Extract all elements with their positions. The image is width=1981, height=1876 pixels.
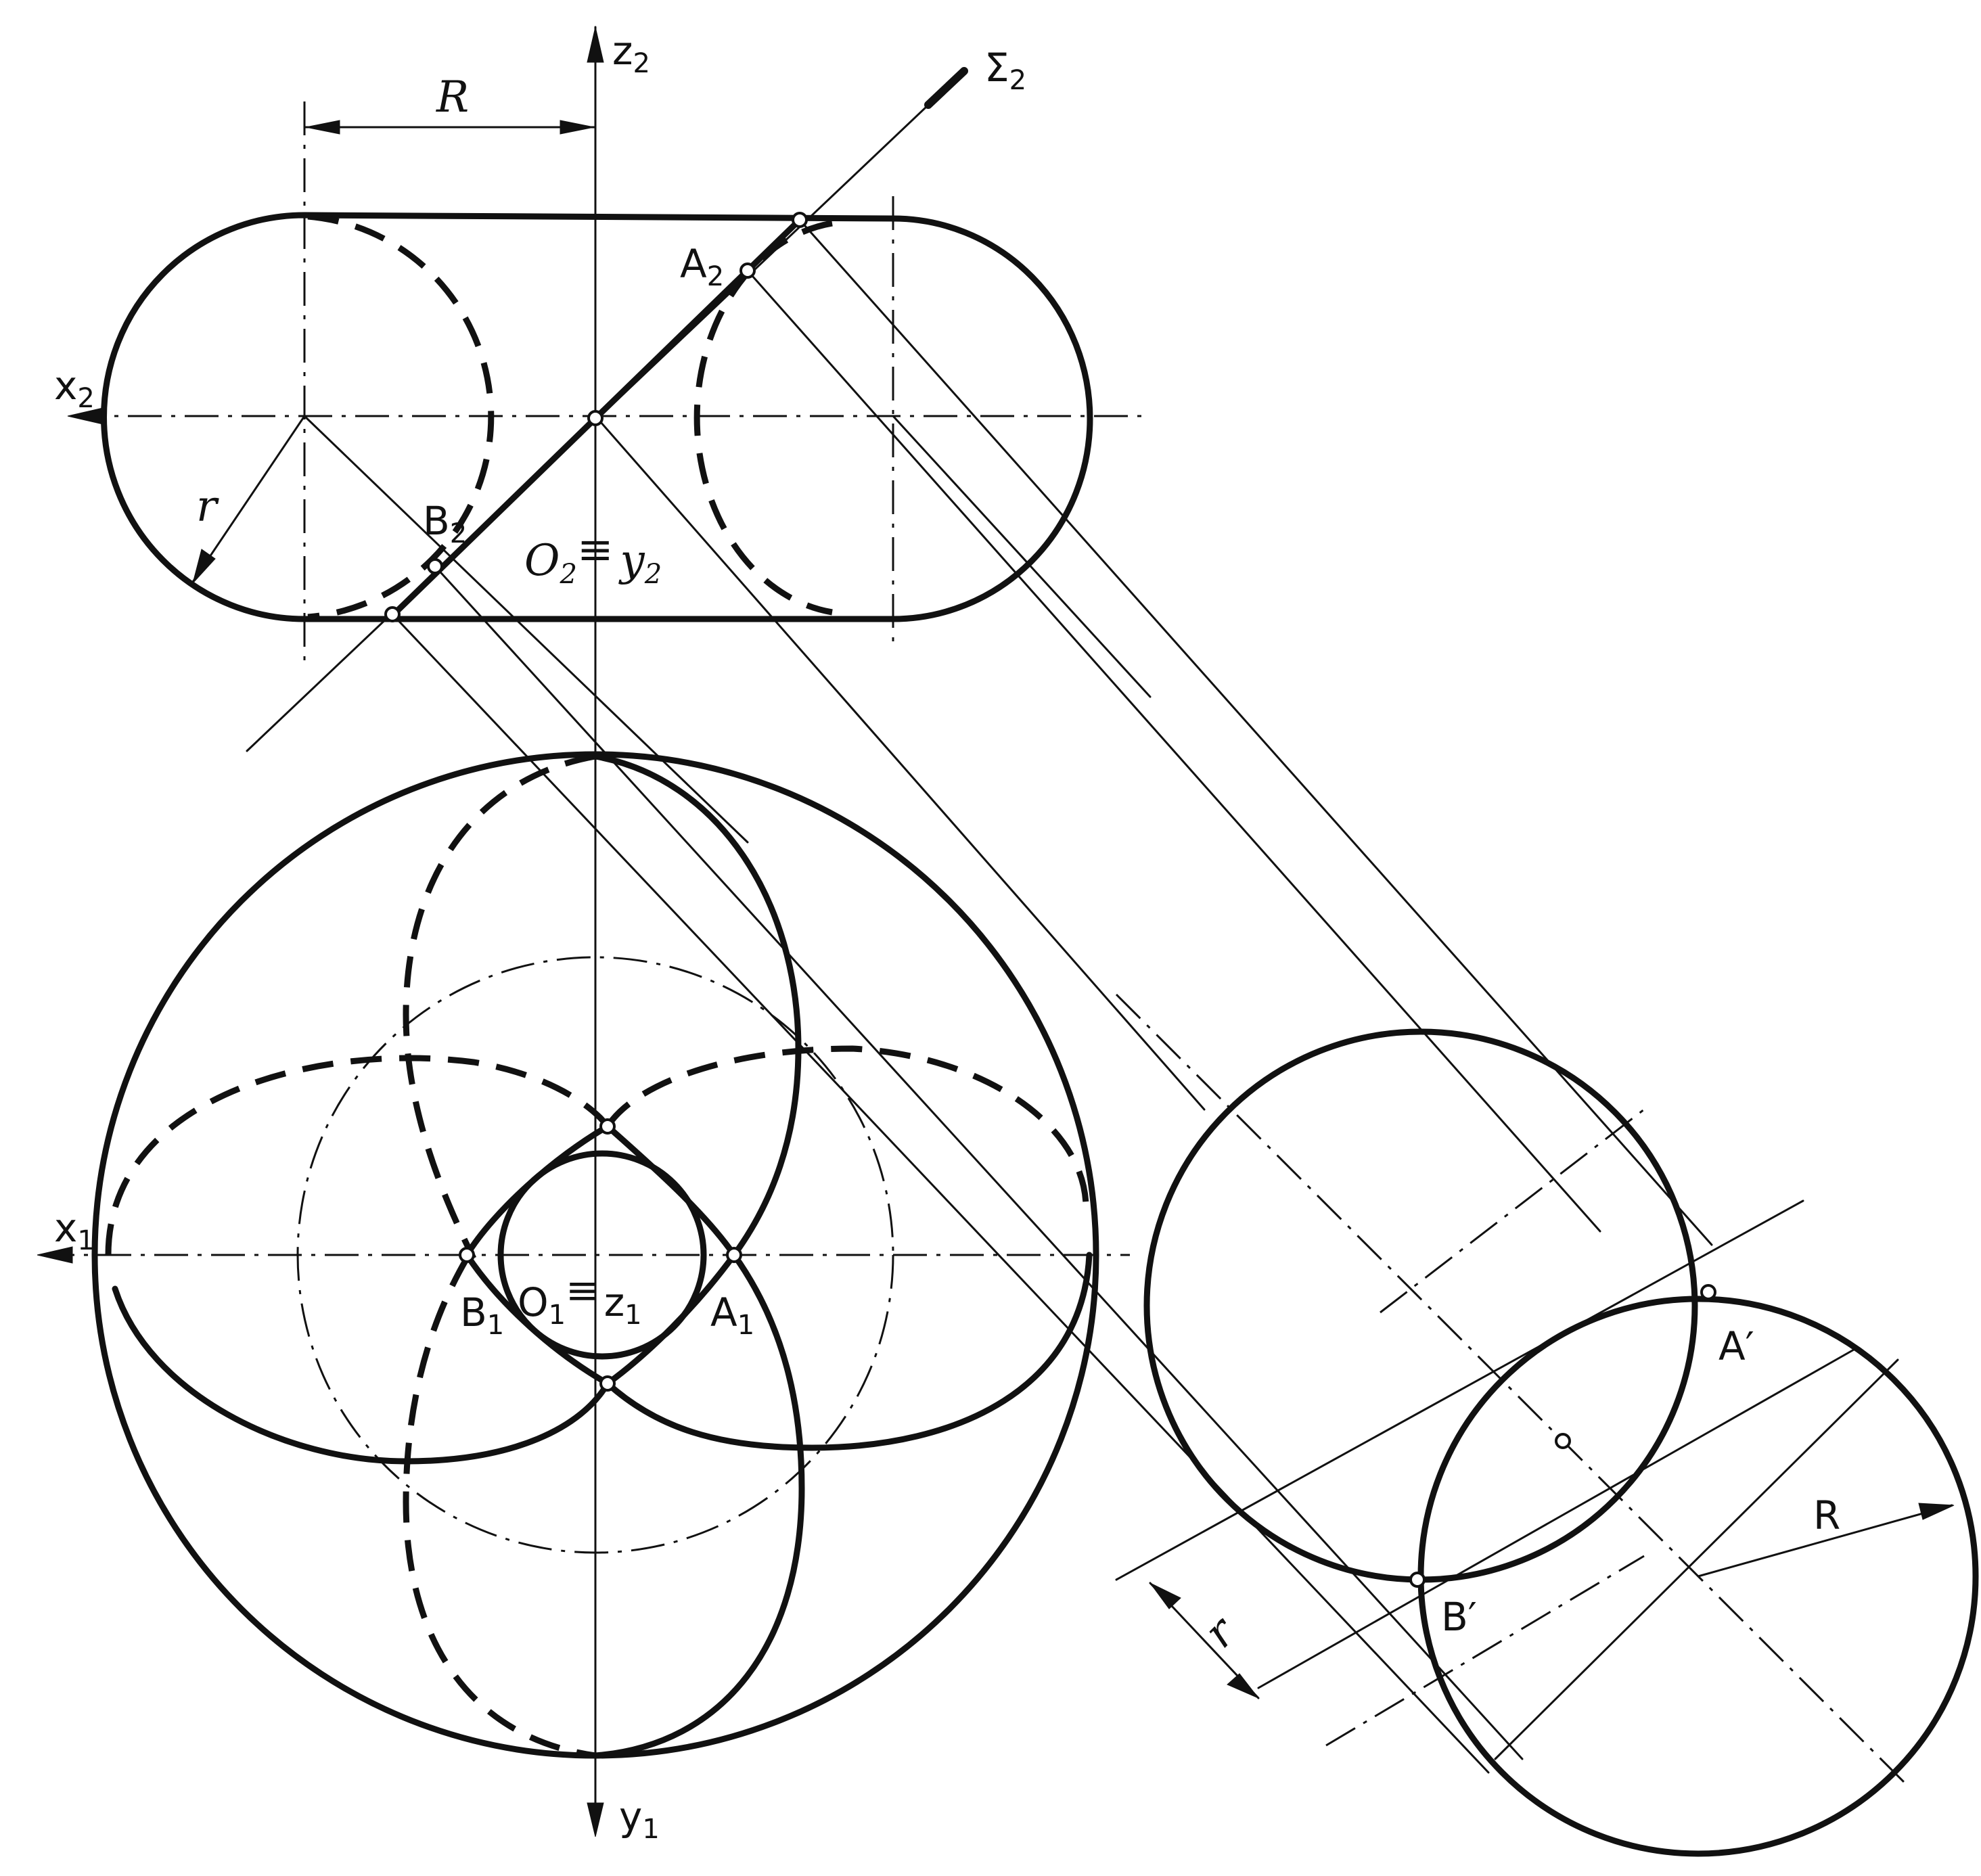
label-O2-y2: O2≡y2 (524, 525, 662, 590)
torus-inner-circle (497, 1150, 707, 1360)
perp-line-1 (1115, 1199, 1804, 1581)
section-axis-dashdot (1115, 993, 1909, 1787)
label-A2: A2 (680, 241, 724, 292)
point-B1 (459, 1247, 475, 1263)
label-z2: z2 (612, 28, 650, 79)
label-R-right: R (1813, 1492, 1840, 1538)
z2-arrow (587, 26, 604, 63)
point-A1 (726, 1247, 742, 1263)
point-A2 (739, 262, 756, 279)
label-R-top: R (436, 72, 469, 122)
r-dim-arrow-right (560, 120, 595, 135)
bottom-oval-left-dashed (403, 1256, 596, 1759)
top-oval-right (592, 753, 802, 1258)
label-A1: A1 (710, 1289, 754, 1341)
proj-line-2 (594, 415, 1206, 1111)
r-radius-line (191, 415, 306, 583)
point-bottom-inner (599, 1375, 616, 1392)
r-radius-arrow (192, 549, 216, 584)
cusp-lower-right (604, 1252, 737, 1387)
proj-line-7 (892, 415, 1152, 698)
torus-outline-front (101, 212, 1093, 622)
true-shape-view (1115, 993, 1979, 1857)
perp-line-4 (1380, 1108, 1645, 1314)
label-O1-z1: O1≡z1 (518, 1267, 642, 1331)
perp-line-3 (1325, 1555, 1645, 1747)
right-oval-top-dashed (605, 1045, 1089, 1205)
tube-center-circle (296, 956, 894, 1554)
top-view (37, 751, 1130, 1837)
proj-line-5 (434, 565, 1524, 1760)
r-dim-right-arrow-b (1227, 1673, 1259, 1699)
r-dim-right-arrow-a (1149, 1582, 1181, 1609)
top-oval-left-dashed (403, 753, 596, 1260)
r-dim-arrow-left (305, 120, 340, 135)
y1-arrow (587, 1802, 604, 1837)
label-B2: B2 (423, 498, 467, 549)
point-bottom-tangent (384, 606, 401, 622)
perp-line-2 (1257, 1348, 1855, 1689)
left-oval-top-dashed (105, 1055, 610, 1256)
front-view (67, 26, 1713, 1774)
label-x2: x2 (54, 363, 95, 414)
proj-line-3 (798, 219, 1713, 1246)
point-top-inner (599, 1118, 616, 1135)
R-radius-line (1697, 1504, 1953, 1578)
point-A-prime (1700, 1284, 1716, 1300)
right-oval-bottom (604, 1252, 1093, 1451)
bottom-oval-right (592, 1252, 805, 1759)
left-oval-bottom (112, 1285, 611, 1465)
point-B-prime (1409, 1572, 1426, 1588)
label-r-right: r (1195, 1606, 1246, 1657)
point-O2 (587, 410, 604, 426)
proj-line-6 (391, 613, 1490, 1774)
label-B1: B1 (460, 1289, 504, 1341)
sigma2-top-mark (924, 67, 968, 109)
point-section-center (1555, 1433, 1571, 1449)
labels: z2 Σ2 R x2 A2 B2 r O2≡y2 x1 B1 O1≡z1 A1 … (54, 28, 1840, 1845)
point-top-tangent (792, 212, 808, 228)
label-A-prime: A′ (1718, 1323, 1754, 1369)
label-r-top: r (196, 482, 219, 532)
perp-line-5 (1494, 1358, 1899, 1760)
proj-line-1 (303, 415, 749, 844)
label-y1: y1 (619, 1793, 660, 1845)
R-radius-arrow (1918, 1503, 1955, 1520)
cusp-upper-right (604, 1123, 737, 1258)
proj-line-4 (746, 269, 1601, 1233)
x1-arrow (37, 1246, 73, 1264)
cusp-lower-left (463, 1252, 611, 1387)
label-sigma2: Σ2 (984, 45, 1026, 96)
cusp-upper-left (463, 1123, 611, 1258)
label-B-prime: B′ (1441, 1594, 1477, 1640)
label-x1: x1 (54, 1205, 95, 1256)
left-tube-dashed (307, 213, 495, 620)
point-B2 (427, 558, 443, 574)
